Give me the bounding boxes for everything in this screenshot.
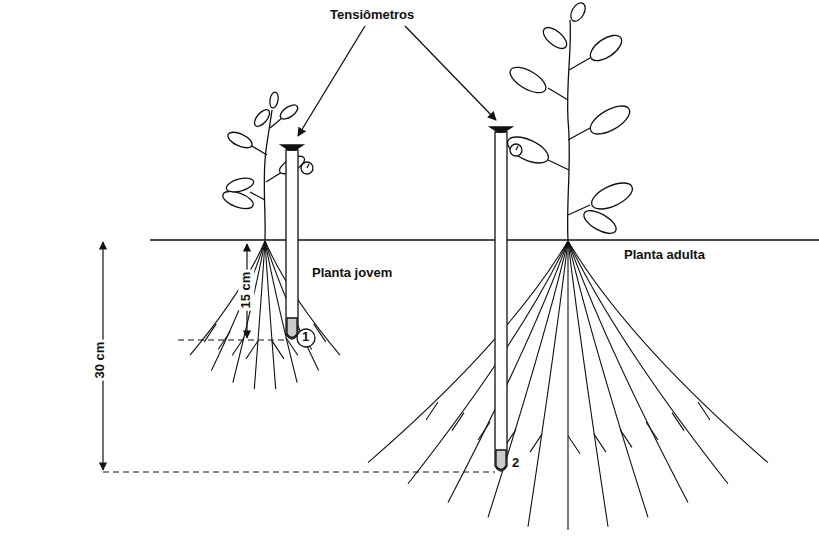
root — [246, 341, 258, 359]
plant-label: Planta jovem — [312, 266, 392, 280]
root — [567, 241, 568, 530]
root — [426, 402, 438, 420]
leader-arrow — [298, 26, 365, 136]
dimension-extension — [103, 472, 495, 473]
root — [568, 241, 608, 527]
root — [265, 241, 276, 389]
dimension-label: 15 cm — [238, 270, 254, 311]
dimension-extension — [178, 340, 286, 341]
root — [698, 402, 710, 420]
root — [620, 429, 632, 447]
root — [204, 324, 216, 342]
root — [672, 413, 684, 431]
root — [272, 341, 284, 359]
root — [452, 413, 464, 431]
ground-line — [150, 239, 819, 241]
plant-label: Planta adulta — [624, 248, 705, 262]
root — [646, 422, 658, 440]
leader-arrow — [405, 26, 496, 120]
tensiometer — [281, 145, 315, 347]
adult-plant — [504, 0, 636, 240]
root — [528, 241, 568, 527]
tensiometer — [490, 127, 522, 471]
root — [568, 436, 580, 454]
dimension-label: 30 cm — [92, 340, 108, 381]
root — [568, 241, 648, 517]
root — [594, 434, 606, 452]
root — [286, 338, 298, 356]
callout-number: 2 — [512, 456, 519, 470]
roots — [190, 241, 768, 530]
part-label: Tensiômetros — [330, 8, 414, 22]
callout-number: 1 — [302, 330, 309, 344]
root — [190, 241, 265, 355]
root — [448, 241, 568, 503]
root — [568, 241, 688, 503]
root — [478, 422, 490, 440]
root — [530, 434, 542, 452]
root — [408, 241, 568, 484]
root — [568, 241, 768, 463]
root — [254, 241, 265, 389]
root — [265, 241, 340, 355]
